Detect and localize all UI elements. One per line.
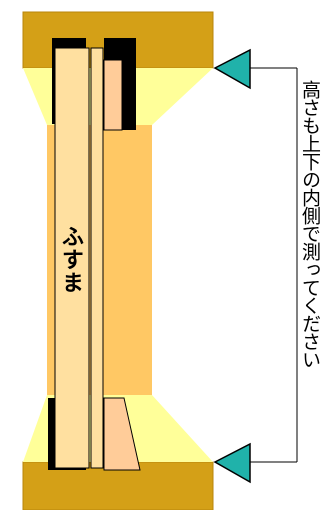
top-groove-strip [103, 59, 123, 131]
measurement-note: 高さも上下の内側で測ってください [299, 80, 321, 368]
second-panel [90, 47, 104, 469]
panel-label: ふすま [58, 225, 83, 294]
triangle-marker-icon [213, 442, 251, 484]
bottom-rail-right [103, 397, 141, 471]
triangle-marker-icon [213, 48, 251, 90]
fusuma-panel [54, 47, 90, 469]
